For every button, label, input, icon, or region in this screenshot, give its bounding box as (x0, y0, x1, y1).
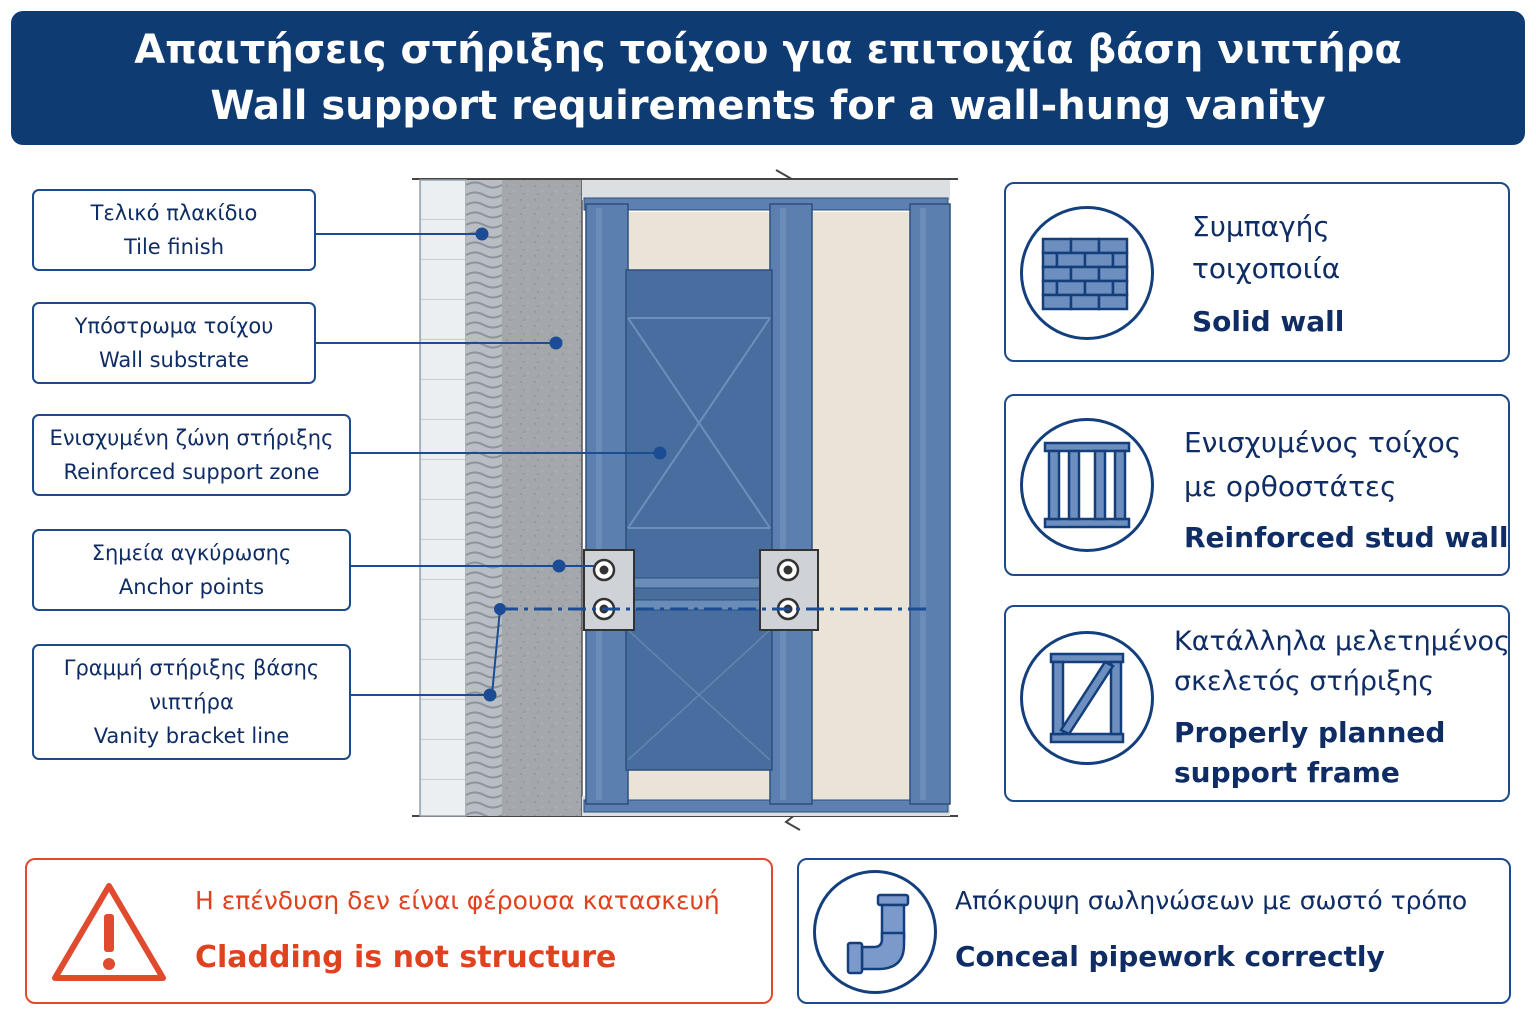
card-stud-wall-gr1: Ενισχυμένος τοίχος (1184, 426, 1462, 459)
card-stud-wall-en1: Reinforced stud wall (1184, 521, 1509, 554)
label-anchor-points-en: Anchor points (118, 575, 265, 599)
reinforcement-board (625, 269, 773, 771)
title-english: Wall support requirements for a wall-hun… (210, 83, 1326, 129)
pipework-text-en: Conceal pipework correctly (955, 940, 1385, 973)
card-solid-wall-gr2: τοιχοποιία (1192, 252, 1341, 285)
label-reinforced-zone-en: Reinforced support zone (63, 460, 320, 484)
brick-wall-icon (1020, 206, 1154, 340)
label-tile-finish-gr: Τελικό πλακίδιο (90, 201, 258, 225)
card-support-frame-en2: support frame (1174, 756, 1400, 789)
warning-text-en: Cladding is not structure (195, 940, 617, 975)
stud-right (909, 203, 951, 805)
card-stud-wall: Ενισχυμένος τοίχος με ορθοστάτες Reinfor… (1004, 394, 1510, 576)
substrate-layer (502, 180, 582, 816)
card-solid-wall-gr1: Συμπαγής (1192, 210, 1330, 243)
label-bracket-line-gr: Γραμμή στήριξης βάσης (63, 656, 320, 680)
stud-wall-icon (1020, 418, 1154, 552)
pipework-text-gr: Απόκρυψη σωληνώσεων με σωστό τρόπο (955, 886, 1468, 915)
anchor-plate-left (583, 549, 635, 631)
card-support-frame-en1: Properly planned (1174, 716, 1446, 749)
stud-middle (769, 203, 813, 805)
card-solid-wall: Συμπαγής τοιχοποιία Solid wall (1004, 182, 1510, 362)
title-greek: Απαιτήσεις στήριξης τοίχου για επιτοιχία… (134, 27, 1402, 73)
title-banner: Απαιτήσεις στήριξης τοίχου για επιτοιχία… (11, 11, 1525, 145)
card-support-frame: Κατάλληλα μελετημένος σκελετός στήριξης … (1004, 605, 1510, 802)
braced-frame-icon (1020, 631, 1154, 765)
label-reinforced-zone: Ενισχυμένη ζώνη στήριξης Reinforced supp… (32, 414, 351, 496)
card-support-frame-gr1: Κατάλληλα μελετημένος (1174, 626, 1510, 657)
warning-triangle-icon (52, 883, 166, 981)
card-stud-wall-gr2: με ορθοστάτες (1184, 470, 1397, 503)
pipework-box: Απόκρυψη σωληνώσεων με σωστό τρόπο Conce… (797, 858, 1511, 1004)
card-support-frame-gr2: σκελετός στήριξης (1174, 666, 1435, 697)
label-bracket-line-gr2: νιπτήρα (149, 690, 234, 714)
label-tile-finish-en: Tile finish (123, 235, 225, 259)
adhesive-layer (466, 180, 502, 816)
label-bracket-line: Γραμμή στήριξης βάσης νιπτήρα Vanity bra… (32, 644, 351, 760)
warning-text-gr: Η επένδυση δεν είναι φέρουσα κατασκευή (195, 886, 720, 915)
label-bracket-line-en: Vanity bracket line (93, 724, 290, 748)
card-solid-wall-en1: Solid wall (1192, 305, 1345, 338)
label-wall-substrate-en: Wall substrate (98, 348, 250, 372)
label-tile-finish: Τελικό πλακίδιο Tile finish (32, 189, 316, 271)
stud-left (585, 203, 629, 805)
anchor-plate-right (759, 549, 819, 631)
label-anchor-points-gr: Σημεία αγκύρωσης (91, 541, 292, 565)
tile-layer (419, 179, 467, 817)
warning-box: Η επένδυση δεν είναι φέρουσα κατασκευή C… (25, 858, 773, 1004)
label-reinforced-zone-gr: Ενισχυμένη ζώνη στήριξης (49, 426, 334, 450)
label-anchor-points: Σημεία αγκύρωσης Anchor points (32, 529, 351, 611)
label-wall-substrate-gr: Υπόστρωμα τοίχου (74, 314, 274, 338)
label-wall-substrate: Υπόστρωμα τοίχου Wall substrate (32, 302, 316, 384)
pipe-elbow-icon (813, 870, 937, 994)
